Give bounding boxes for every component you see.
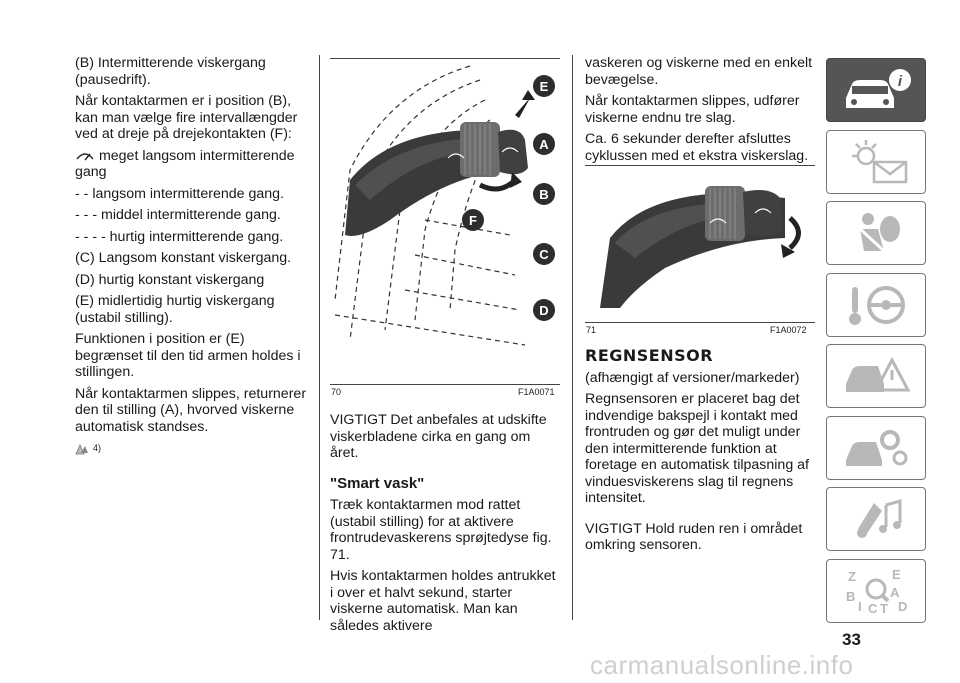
label-b-badge — [533, 183, 555, 205]
paragraph: VIGTIGT Det anbefales at udskifte visker… — [330, 412, 547, 461]
label-a-badge — [533, 133, 555, 155]
paragraph: Når kontaktarmen er i position (B), kan … — [75, 93, 298, 142]
label-f: F — [469, 213, 477, 228]
section-heading: REGNSENSOR — [585, 346, 714, 365]
text-column-2: VIGTIGT Det anbefales at udskifte visker… — [330, 412, 562, 639]
text-column-1: (B) Intermitterende viskergang (pausedri… — [75, 55, 313, 457]
figure-bottom-rule — [585, 322, 815, 323]
index-letter: D — [898, 599, 907, 614]
label-e-badge — [533, 75, 555, 97]
column-divider-left — [319, 55, 320, 620]
paragraph: (D) hurtig konstant viskergang — [75, 271, 265, 288]
figure-code: F1A0072 — [770, 325, 807, 335]
multimedia-icon — [857, 499, 902, 538]
tab-emergency[interactable] — [826, 344, 926, 408]
index-letter: T — [880, 601, 888, 616]
car-info-icon: i — [846, 69, 911, 108]
column-divider-right — [572, 55, 573, 620]
index-letter: C — [868, 601, 878, 616]
paragraph: VIGTIGT Hold ruden ren i området omkring… — [585, 520, 803, 554]
figure-number: 70 — [331, 387, 342, 397]
paragraph: vaskeren og viskerne med en enkelt bevæg… — [585, 55, 813, 88]
safety-airbag-icon — [856, 213, 900, 253]
tab-index[interactable]: Z E B A I C T D — [826, 558, 926, 623]
paragraph: (C) Langsom konstant viskergang. — [75, 250, 292, 266]
paragraph: (E) midlertidig hurtig viskergang (ustab… — [75, 293, 275, 326]
svg-text:i: i — [898, 73, 903, 90]
label-b: B — [539, 187, 548, 202]
label-c-badge — [533, 243, 555, 265]
index-letter: I — [858, 599, 862, 614]
warning-lights-icon — [852, 139, 908, 183]
figure-code: F1A0071 — [518, 387, 555, 397]
paragraph: Når kontaktarmen slippes, returnerer den… — [75, 385, 307, 435]
tab-safety[interactable] — [826, 201, 926, 265]
text-column-3: vaskeren og viskerne med en enkelt bevæg… — [585, 55, 815, 169]
label-d-badge — [533, 299, 555, 321]
section-tabs: i — [826, 58, 928, 630]
label-c: C — [539, 247, 549, 262]
paragraph: Træk kontaktarmen mod rattet (ustabil st… — [330, 497, 552, 563]
figure-number: 71 — [586, 325, 597, 335]
section-heading: "Smart vask" — [330, 474, 425, 492]
text-column-3-lower: REGNSENSOR (afhængigt af versioner/marke… — [585, 346, 817, 559]
label-f-badge — [462, 209, 484, 231]
paragraph: Hvis kontaktarmen holdes antrukket i ove… — [330, 568, 556, 634]
figure-bottom-rule — [330, 384, 560, 385]
maintenance-icon — [846, 429, 908, 466]
index-letter: A — [890, 585, 900, 600]
label-d: D — [539, 303, 548, 318]
paragraph: Når kontaktarmen slippes, udfører visker… — [585, 93, 800, 126]
warning-ref-number: 4) — [93, 443, 102, 453]
list-item: - - langsom intermitterende gang. — [75, 185, 284, 202]
paragraph: Regnsensoren er placeret bag det indvend… — [585, 391, 809, 506]
warning-reference: 4) — [75, 440, 313, 457]
starting-driving-icon — [849, 285, 905, 325]
index-letter: E — [892, 567, 901, 582]
subheading: (afhængigt af versioner/markeder) — [585, 369, 800, 386]
page-number: 33 — [842, 630, 861, 649]
figure-top-rule — [585, 165, 815, 166]
index-letter: B — [846, 589, 855, 604]
paragraph: (B) Intermitterende viskergang (pausedri… — [75, 55, 266, 88]
index-letter: Z — [848, 569, 856, 584]
list-item: - - - - hurtig intermitterende gang. — [75, 228, 284, 245]
tab-multimedia[interactable] — [826, 487, 926, 551]
paragraph: meget langsom intermitterende gang — [75, 148, 313, 181]
list-item: - - - middel intermitterende gang. — [75, 207, 281, 223]
tab-maintenance[interactable] — [826, 415, 926, 480]
wiper-icon — [76, 153, 94, 161]
index-icon: Z E B A I C T D — [846, 567, 907, 616]
interval-text: meget langsom intermitterende gang — [75, 147, 295, 181]
tab-car-info[interactable]: i — [826, 58, 926, 122]
tab-starting-driving[interactable] — [826, 272, 926, 337]
tab-warning-lights[interactable] — [826, 129, 926, 194]
watermark: carmanualsonline.info — [590, 650, 854, 680]
warning-hand-icon — [75, 443, 88, 455]
figure-70-wiper-lever-positions: E A B C D F — [334, 65, 555, 346]
paragraph: Funktionen i position er (E) begrænset t… — [75, 331, 301, 380]
paragraph: Ca. 6 sekunder derefter afsluttes cyklus… — [585, 131, 809, 164]
label-e: E — [540, 79, 549, 94]
label-a: A — [539, 137, 549, 152]
emergency-icon — [846, 356, 911, 392]
figure-71-wiper-lever-pull — [600, 186, 801, 308]
figure-top-rule — [330, 58, 560, 59]
